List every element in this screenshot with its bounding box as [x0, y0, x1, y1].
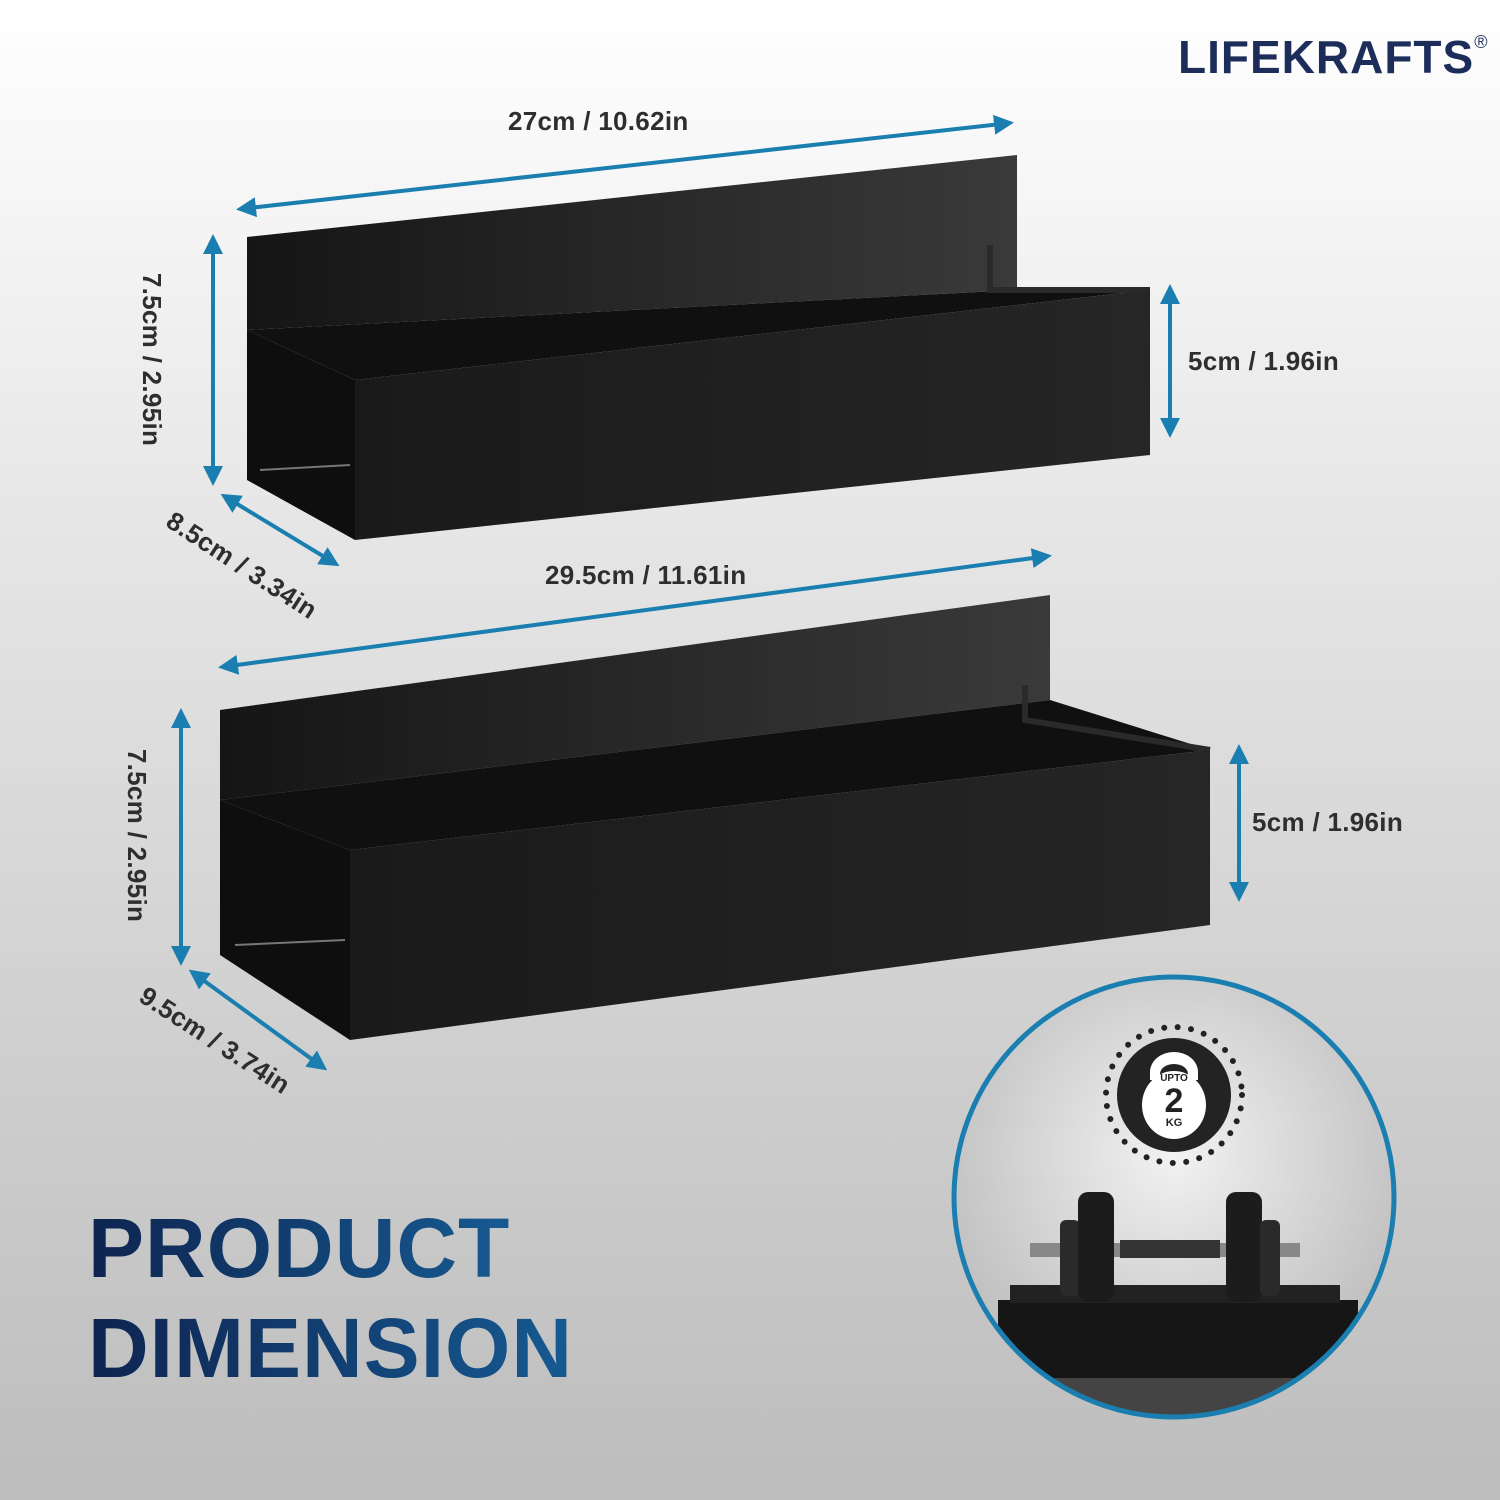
headline-line2: DIMENSION	[88, 1301, 574, 1395]
dumbbell-icon	[1030, 1192, 1300, 1302]
badge-upto: UPTO	[1160, 1073, 1188, 1084]
kettlebell-icon	[1142, 1052, 1206, 1139]
dimension-arrows	[171, 114, 1249, 1071]
shelf-small	[247, 155, 1150, 540]
badge-number: 2	[1164, 1082, 1184, 1120]
load-capacity-circle	[951, 974, 1397, 1420]
brand-logo: LIFEKRAFTS®	[1178, 31, 1489, 83]
badge-unit: KG	[1165, 1117, 1183, 1129]
shelf2-lip-label: 5cm / 1.96in	[1252, 807, 1404, 837]
weight-badge	[1103, 1024, 1245, 1166]
shelf2-height-label: 7.5cm / 2.95in	[122, 748, 153, 923]
shelf2-width-label: 29.5cm / 11.61in	[545, 560, 747, 590]
shelf1-height-label: 7.5cm / 2.95in	[137, 272, 168, 447]
shelf1-lip-label: 5cm / 1.96in	[1188, 346, 1340, 376]
shelf-large	[220, 595, 1211, 1040]
shelf1-width-label: 27cm / 10.62in	[508, 106, 689, 136]
weight-badge-text: UPTO 2 KG	[1144, 1074, 1204, 1129]
headline-line1: PRODUCT	[88, 1201, 511, 1295]
